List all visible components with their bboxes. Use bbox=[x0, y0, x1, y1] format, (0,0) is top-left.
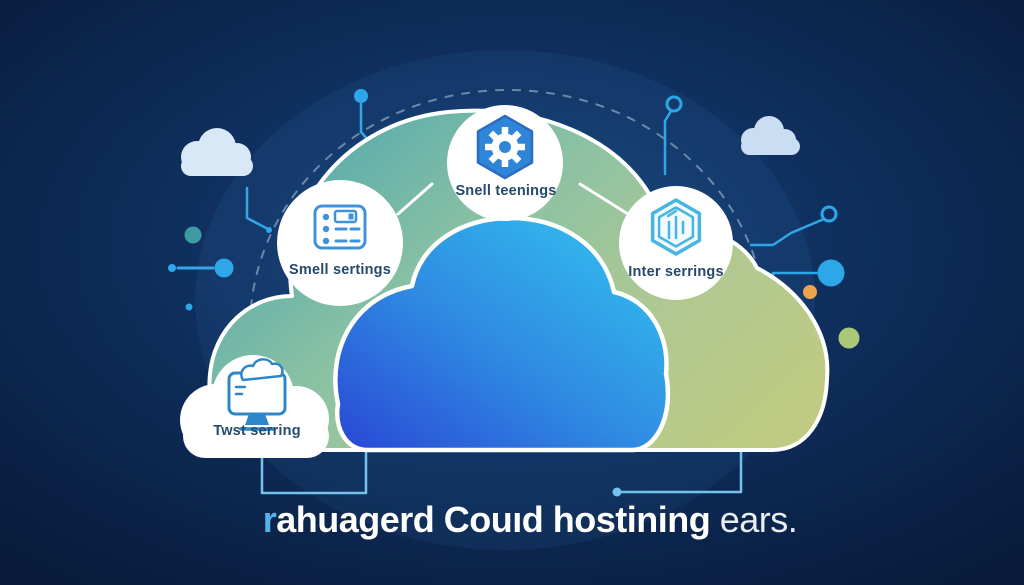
circuit-dot bbox=[168, 264, 176, 272]
node-link-right bbox=[578, 182, 630, 216]
node-right bbox=[619, 186, 733, 300]
node-label-left: Smell sertings bbox=[289, 262, 391, 278]
circuit-line bbox=[245, 186, 268, 230]
circuit-right bbox=[663, 95, 860, 349]
green-dot bbox=[838, 327, 860, 349]
circuit-line bbox=[663, 109, 673, 176]
teal-dot bbox=[184, 226, 202, 244]
circuit-dot bbox=[214, 258, 234, 278]
title-suffix-text: ears. bbox=[710, 499, 798, 540]
gear-hexagon-icon bbox=[476, 114, 534, 180]
title-main-text: ahuagerd Couıd hostining bbox=[276, 499, 711, 540]
list-settings-icon bbox=[313, 204, 367, 250]
node-bottom-left bbox=[180, 355, 329, 458]
small-cloud-right bbox=[741, 116, 800, 155]
title-accent-letter: r bbox=[262, 499, 277, 540]
node-circle bbox=[277, 180, 403, 306]
circuit-dot bbox=[817, 259, 845, 287]
circuit-dot bbox=[354, 89, 368, 103]
main-title: rahuagerd Couıd hostining ears. bbox=[18, 499, 1024, 541]
node-label-right: Inter serrings bbox=[628, 264, 724, 280]
connector-left bbox=[260, 452, 368, 495]
circuit-ring bbox=[665, 95, 683, 113]
orange-dot bbox=[803, 285, 817, 299]
node-label-bottom-left: Twst serring bbox=[213, 423, 301, 439]
cube-hexagon-icon bbox=[650, 198, 702, 256]
node-left bbox=[277, 180, 403, 306]
circuit-dot bbox=[185, 303, 193, 311]
node-link-left bbox=[396, 182, 434, 216]
connector-right bbox=[620, 452, 743, 494]
circuit-ring bbox=[820, 205, 838, 223]
circuit-line bbox=[749, 217, 826, 247]
circuit-left bbox=[168, 89, 370, 311]
node-links bbox=[396, 182, 630, 216]
node-top bbox=[447, 105, 563, 221]
node-label-top: Snell teenings bbox=[455, 183, 557, 199]
cloud-monitor-icon bbox=[227, 358, 287, 431]
small-cloud-left bbox=[181, 128, 253, 176]
circuit-dot bbox=[266, 227, 272, 233]
connector-dot bbox=[612, 487, 622, 497]
bottom-connectors bbox=[260, 452, 743, 497]
